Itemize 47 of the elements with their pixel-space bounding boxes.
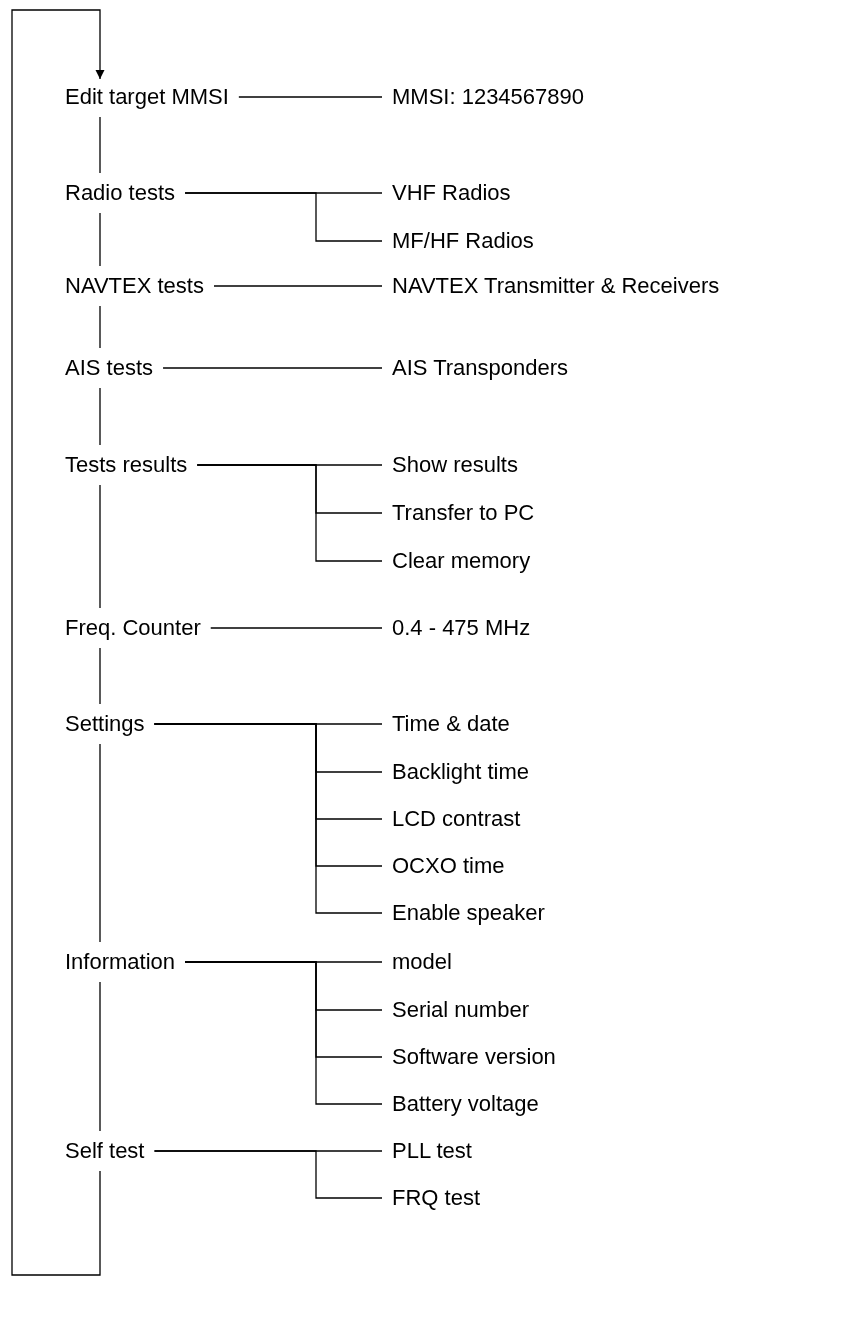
- connector-line: [210, 627, 383, 629]
- submenu-item: MMSI: 1234567890: [392, 83, 585, 111]
- menu-item: Radio tests: [65, 179, 176, 207]
- connector-line: [99, 484, 101, 609]
- submenu-item: LCD contrast: [392, 805, 521, 833]
- submenu-item: Enable speaker: [392, 899, 545, 927]
- menu-item: Settings: [65, 710, 145, 738]
- submenu-item: PLL test: [392, 1137, 472, 1165]
- connector-line: [99, 116, 101, 174]
- submenu-item: MF/HF Radios: [392, 227, 534, 255]
- menu-item: Edit target MMSI: [65, 83, 229, 111]
- menu-item: Self test: [65, 1137, 145, 1165]
- connector-line: [196, 464, 383, 562]
- submenu-item: Transfer to PC: [392, 499, 535, 527]
- connector-line: [162, 367, 383, 369]
- connector-line: [99, 647, 101, 705]
- submenu-item: Time & date: [392, 710, 510, 738]
- submenu-item: FRQ test: [392, 1184, 480, 1212]
- submenu-item: Show results: [392, 451, 518, 479]
- submenu-item: Clear memory: [392, 547, 531, 575]
- submenu-item: model: [392, 948, 452, 976]
- menu-item: Information: [65, 948, 176, 976]
- connector-line: [213, 285, 383, 287]
- connector-line: [153, 723, 383, 914]
- submenu-item: Battery voltage: [392, 1090, 539, 1118]
- submenu-item: AIS Transponders: [392, 354, 569, 382]
- connector-line: [184, 961, 383, 1105]
- submenu-item: Software version: [392, 1043, 556, 1071]
- submenu-item: NAVTEX Transmitter & Receivers: [392, 272, 720, 300]
- menu-item: Tests results: [65, 451, 188, 479]
- connector-line: [99, 305, 101, 349]
- submenu-item: Backlight time: [392, 758, 529, 786]
- submenu-item: VHF Radios: [392, 179, 511, 207]
- connector-line: [153, 1150, 383, 1199]
- submenu-item: OCXO time: [392, 852, 505, 880]
- menu-item: NAVTEX tests: [65, 272, 204, 300]
- menu-item: Freq. Counter: [65, 614, 201, 642]
- connector-line: [99, 387, 101, 446]
- connector-line: [238, 96, 383, 98]
- menu-item: AIS tests: [65, 354, 154, 382]
- connector-line: [99, 981, 101, 1132]
- connector-line: [99, 743, 101, 943]
- connector-line: [184, 192, 383, 242]
- connector-line: [99, 212, 101, 267]
- submenu-item: Serial number: [392, 996, 529, 1024]
- submenu-item: 0.4 - 475 MHz: [392, 614, 531, 642]
- arrow: [11, 9, 105, 1276]
